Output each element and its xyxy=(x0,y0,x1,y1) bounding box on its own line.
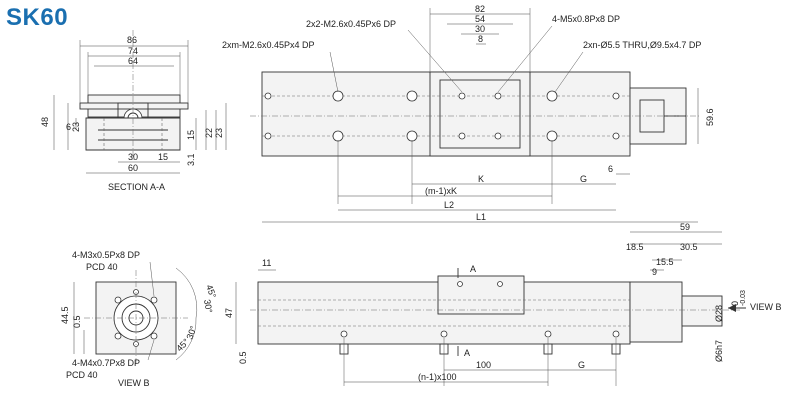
dim-44-5: 44.5 xyxy=(60,306,70,324)
dim-59-6: 59.6 xyxy=(705,108,715,126)
dim-8: 8 xyxy=(478,34,483,44)
callout-2xn-thru: 2xn-Ø5.5 THRU,Ø9.5x4.7 DP xyxy=(583,40,701,50)
page-title: SK60 xyxy=(6,4,69,31)
top-view: 82 54 30 8 2x2-M2.6x0.45Px6 DP 4-M5x0.8P… xyxy=(222,4,715,223)
dim-15: 15 xyxy=(158,152,168,162)
dim-22: 22 xyxy=(204,128,214,138)
dim-48: 48 xyxy=(40,117,50,127)
dim-3-1: 3.1 xyxy=(186,153,196,166)
dim-G-top: G xyxy=(580,174,587,184)
section-caption: SECTION A-A xyxy=(108,182,165,192)
dim-15-right: 15 xyxy=(186,130,196,140)
callout-2xm-tap: 2xm-M2.6x0.45Px4 DP xyxy=(222,40,315,50)
callout-pcd-bot: PCD 40 xyxy=(66,370,98,380)
callout-m4-tap: 4-M4x0.7Px8 DP xyxy=(72,358,140,368)
dim-82: 82 xyxy=(475,4,485,14)
dim-m1K: (m-1)xK xyxy=(425,186,457,196)
dim-n1x100: (n-1)x100 xyxy=(418,372,457,382)
dim-64: 64 xyxy=(128,56,138,66)
dim-23a: 23 xyxy=(71,122,81,132)
dim-23b: 23 xyxy=(214,128,224,138)
dim-11: 11 xyxy=(262,258,271,268)
dim-60: 60 xyxy=(128,163,138,173)
angle-30-top: 30° xyxy=(202,299,214,315)
dim-6-top: 6 xyxy=(608,164,613,174)
section-mark-a-top: A xyxy=(470,264,476,274)
callout-pcd-top: PCD 40 xyxy=(86,262,118,272)
dim-tol-bot: -0.03 xyxy=(740,290,747,306)
angle-30-bot: 30° xyxy=(184,324,198,341)
dim-0-5-side: 0.5 xyxy=(238,351,248,364)
dim-74: 74 xyxy=(128,46,138,56)
dim-L2: L2 xyxy=(444,200,454,210)
view-b-caption: VIEW B xyxy=(118,378,150,388)
callout-m3-tap: 4-M3x0.5Px8 DP xyxy=(72,250,140,260)
dim-L1: L1 xyxy=(476,212,486,222)
dim-54: 54 xyxy=(475,14,485,24)
dim-15-5: 15.5 xyxy=(656,257,674,267)
dim-0-5-end: 0.5 xyxy=(72,315,82,328)
angle-45-top: 45° xyxy=(204,283,218,300)
dim-59: 59 xyxy=(680,222,690,232)
dim-6: 6 xyxy=(66,122,71,132)
callout-2x2-tap: 2x2-M2.6x0.45Px6 DP xyxy=(306,19,396,29)
dim-G-side: G xyxy=(578,360,585,370)
dim-47: 47 xyxy=(224,308,234,318)
section-a-a-view: 86 74 64 48 6 23 15 22 23 3.1 30 15 60 S… xyxy=(40,30,227,192)
dim-18-5: 18.5 xyxy=(626,242,644,252)
dim-9: 9 xyxy=(652,267,657,277)
section-mark-a-bottom: A xyxy=(464,348,470,358)
dim-shaft-h7: Ø6h7 xyxy=(714,340,724,362)
dim-100: 100 xyxy=(476,360,491,370)
view-b-end-view: 44.5 0.5 4-M3x0.5Px8 DP PCD 40 4-M4x0.7P… xyxy=(60,250,218,388)
dim-30-5: 30.5 xyxy=(680,242,698,252)
side-view: A A 59 18.5 30.5 15.5 9 11 47 0.5 0 -0.0… xyxy=(224,222,782,386)
dim-30-top: 30 xyxy=(475,24,485,34)
dim-86: 86 xyxy=(127,35,137,45)
dim-30: 30 xyxy=(128,152,138,162)
dim-K: K xyxy=(478,174,484,184)
dim-shaft-dia: Ø28 xyxy=(714,305,724,322)
view-b-arrow-label: VIEW B xyxy=(750,302,782,312)
callout-4-m5-tap: 4-M5x0.8Px8 DP xyxy=(552,14,620,24)
dim-tol-top: 0 xyxy=(730,301,740,306)
